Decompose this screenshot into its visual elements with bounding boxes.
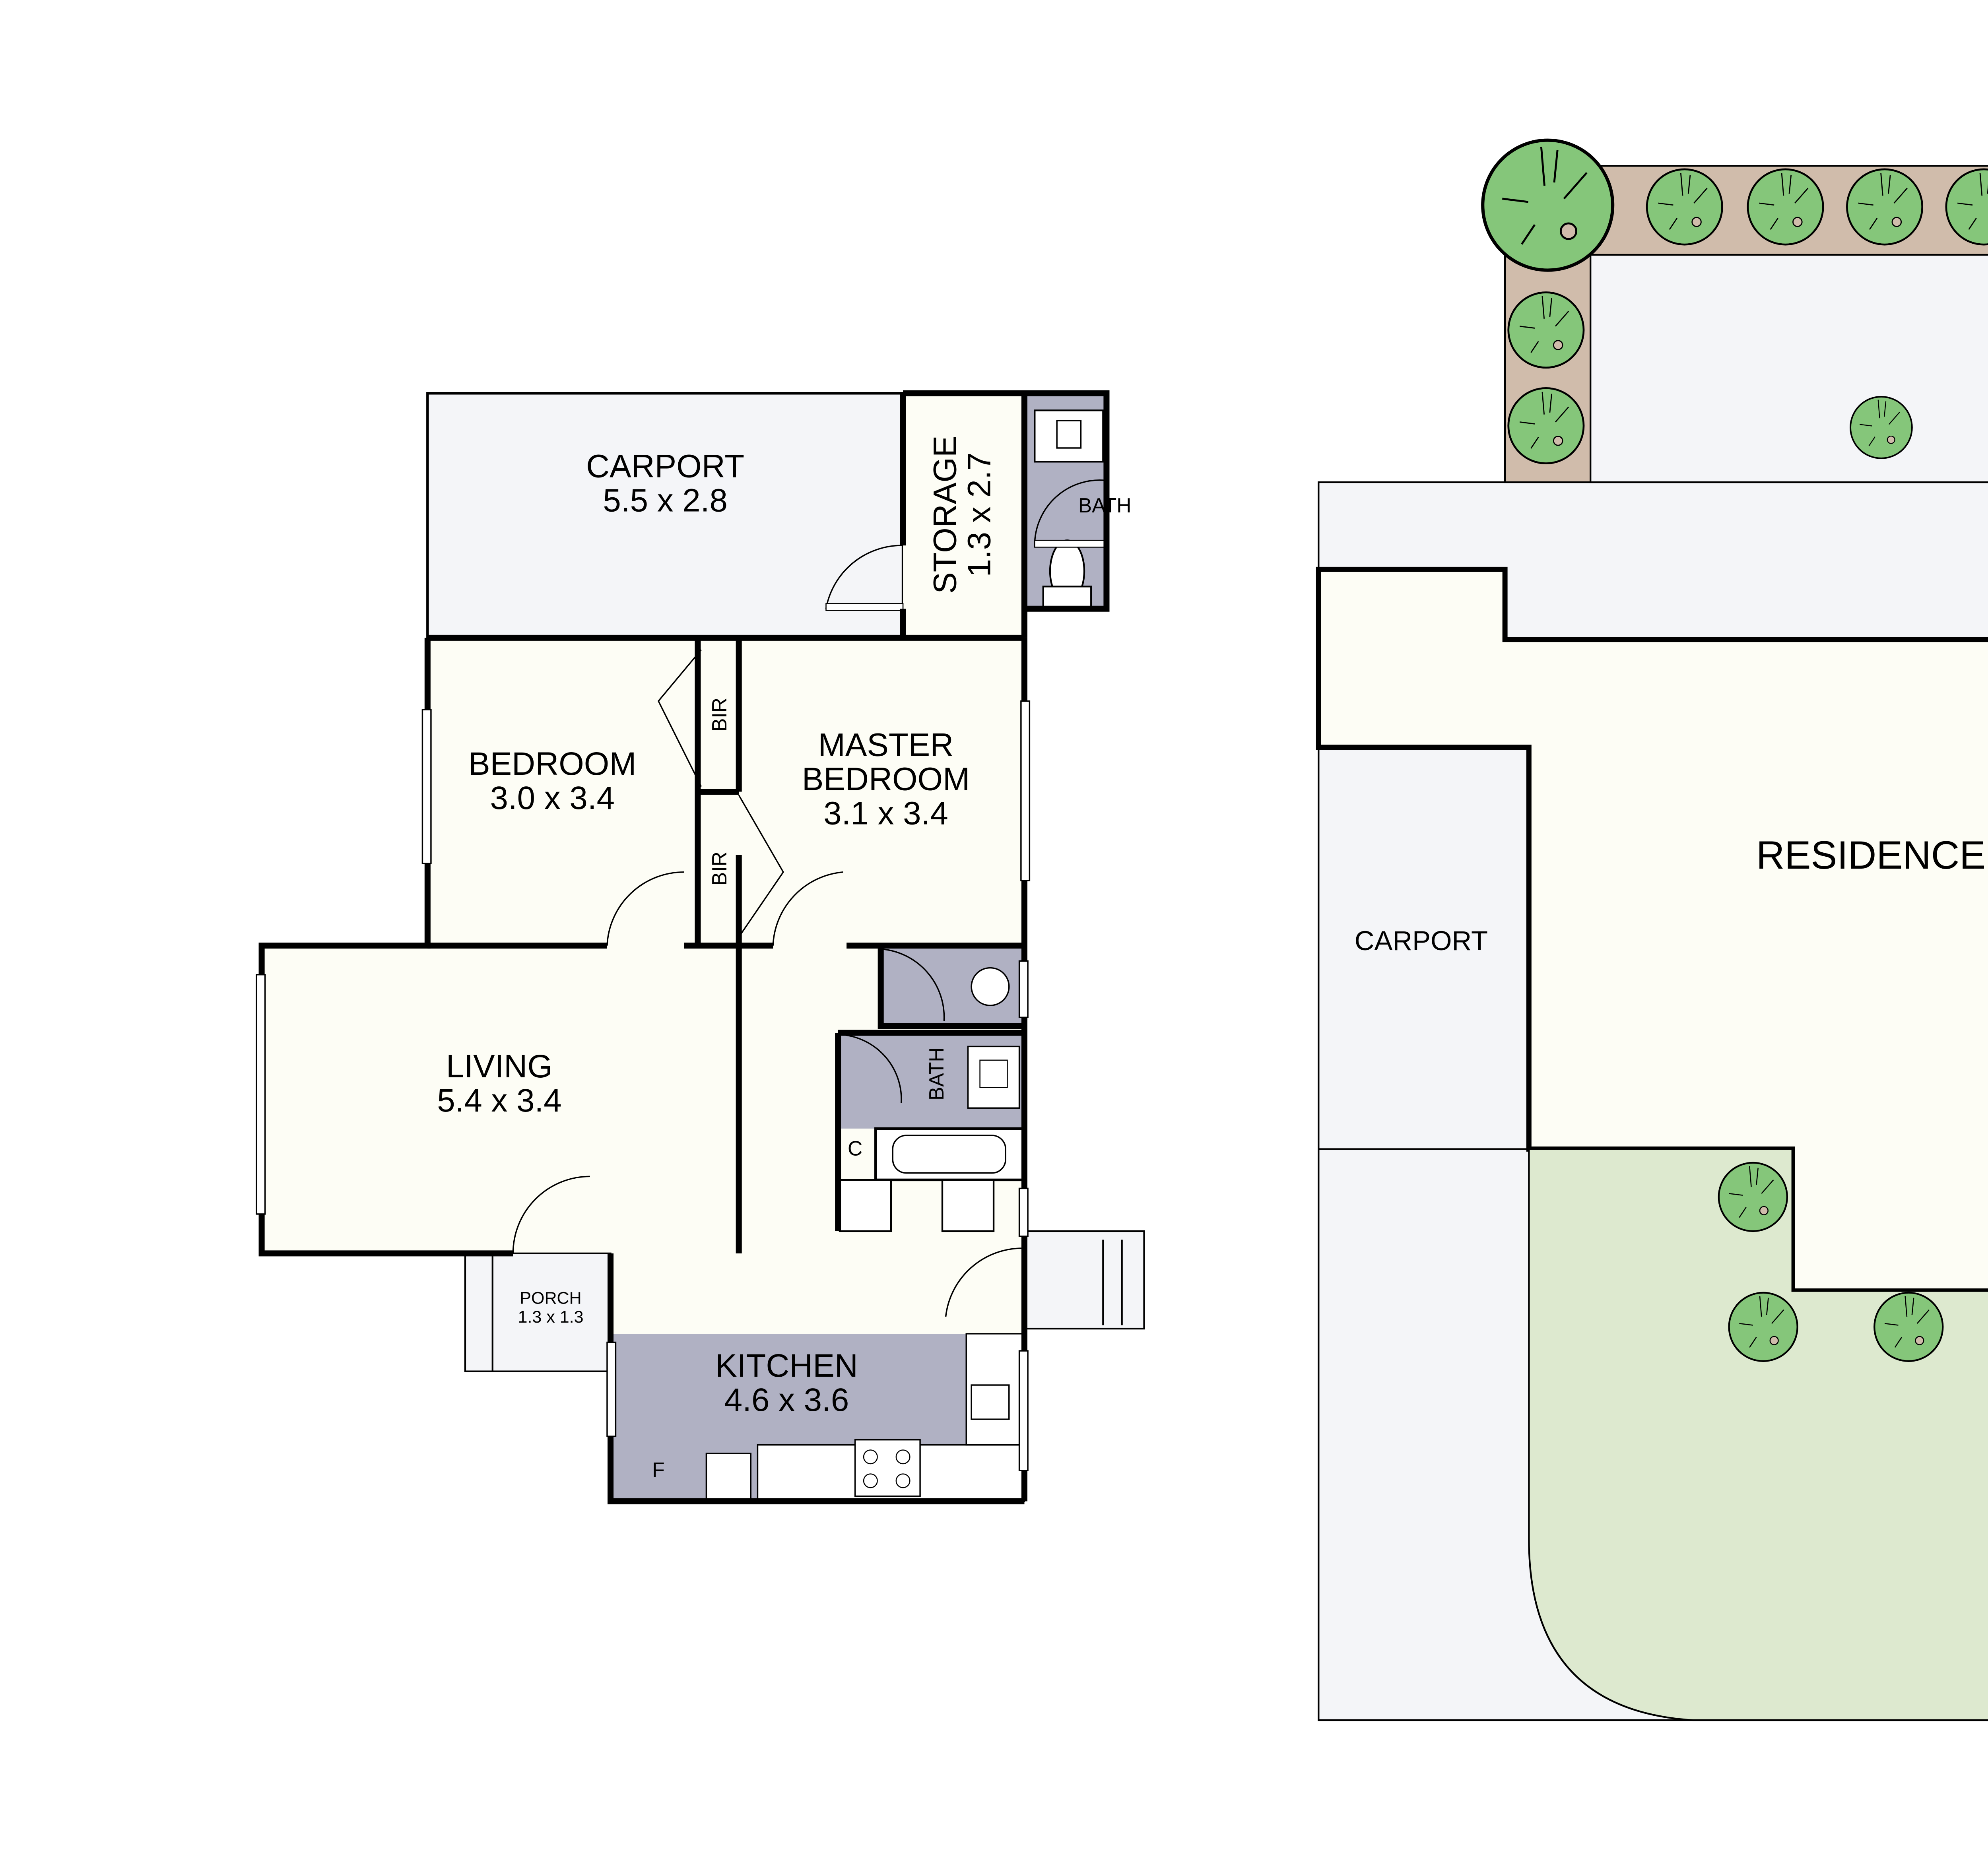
room-label-kitchen: KITCHEN 4.6 x 3.6 (715, 1349, 858, 1420)
room-dims: 1.3 x 1.3 (518, 1308, 584, 1327)
floor-plan (256, 390, 1145, 1505)
room-label-cupboard: C (847, 1137, 863, 1161)
room-label-living: LIVING 5.4 x 3.4 (437, 1050, 562, 1120)
room-label-carport: CARPORT 5.5 x 2.8 (586, 450, 745, 520)
room-name-line1: MASTER (818, 728, 954, 765)
room-name: BEDROOM (468, 747, 637, 784)
room-name: LIVING (446, 1050, 553, 1086)
room-dims: 3.0 x 3.4 (490, 781, 615, 818)
room-dims: 5.4 x 3.4 (437, 1084, 562, 1120)
room-label-bath-top: BATH (1078, 493, 1132, 518)
room-label-bath-mid: BATH (924, 1047, 949, 1101)
room-dims: 3.1 x 3.4 (823, 797, 948, 833)
room-label-master-bedroom: MASTER BEDROOM 3.1 x 3.4 (802, 728, 970, 833)
site-plan (1316, 140, 1988, 1721)
room-name: KITCHEN (715, 1349, 858, 1385)
room-label-fridge: F (652, 1458, 665, 1482)
site-label-carport: CARPORT (1354, 927, 1488, 957)
room-name: STORAGE (928, 435, 965, 594)
room-name: CARPORT (586, 450, 745, 486)
room-name: PORCH (520, 1290, 582, 1309)
room-label-bir-1: BIR (707, 697, 732, 732)
room-label-bir-2: BIR (707, 852, 732, 886)
room-label-porch: PORCH 1.3 x 1.3 (518, 1290, 584, 1328)
room-label-storage: STORAGE 1.3 x 2.7 (928, 435, 999, 594)
room-dims: 5.5 x 2.8 (603, 484, 728, 520)
room-label-bedroom: BEDROOM 3.0 x 3.4 (468, 747, 637, 818)
room-dims: 4.6 x 3.6 (724, 1383, 849, 1420)
room-name-line2: BEDROOM (802, 762, 970, 799)
site-label-residence: RESIDENCE (1756, 832, 1986, 877)
room-dims: 1.3 x 2.7 (963, 452, 999, 577)
